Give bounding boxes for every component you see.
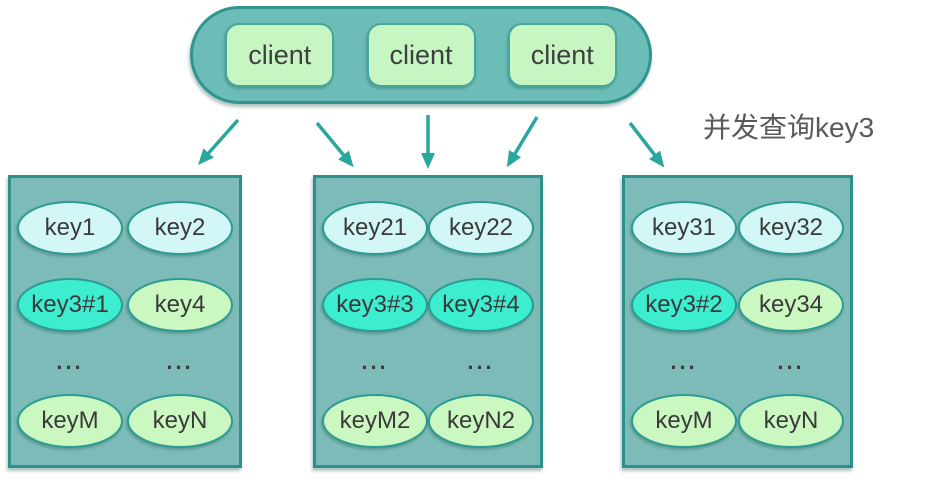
shard-box-2: key21 key22 key3#3 key3#4 ... ... keyM2 …	[313, 175, 543, 468]
ellipsis-dots: ...	[361, 349, 389, 374]
shard-box-3: key31 key32 key3#2 key34 ... ... keyM ke…	[622, 175, 853, 468]
key-ellipse-hot: key3#1	[17, 278, 123, 332]
client-node: client	[225, 23, 335, 87]
key-ellipse: key32	[738, 201, 844, 255]
key-ellipse-hot: key3#4	[428, 278, 534, 332]
key-ellipse: key31	[631, 201, 737, 255]
arrow-client-to-shard-2-left	[315, 121, 354, 168]
ellipsis-row: ... ...	[322, 350, 534, 374]
key-row: key1 key2	[17, 201, 233, 255]
shard-box-1: key1 key2 key3#1 key4 ... ... keyM keyN	[8, 175, 242, 468]
ellipsis-dots: ...	[777, 349, 805, 374]
key-row: key31 key32	[631, 201, 844, 255]
ellipsis-row: ... ...	[17, 350, 233, 374]
key-ellipse: keyN2	[428, 394, 534, 448]
key-ellipse: key21	[322, 201, 428, 255]
concurrent-query-annotation: 并发查询key3	[703, 112, 875, 143]
key-row: keyM keyN	[631, 394, 844, 448]
key-row: keyM keyN	[17, 394, 233, 448]
key-ellipse-hot: key3#3	[322, 278, 428, 332]
ellipsis-row: ... ...	[631, 350, 844, 374]
key-ellipse: keyM2	[322, 394, 428, 448]
key-row: keyM2 keyN2	[322, 394, 534, 448]
key-row: key3#1 key4	[17, 278, 233, 332]
client-cluster-pill: client client client	[190, 6, 652, 104]
client-node: client	[507, 23, 617, 87]
key-row: key21 key22	[322, 201, 534, 255]
key-ellipse: key1	[17, 201, 123, 255]
key-ellipse-hot: key3#2	[631, 278, 737, 332]
key-ellipse: key4	[127, 278, 233, 332]
key-ellipse: key2	[127, 201, 233, 255]
ellipsis-dots: ...	[670, 349, 698, 374]
client-node: client	[366, 23, 476, 87]
key-ellipse: keyN	[127, 394, 233, 448]
arrow-client-to-shard-3	[628, 121, 665, 168]
key-row: key3#2 key34	[631, 278, 844, 332]
ellipsis-dots: ...	[56, 349, 84, 374]
key-ellipse: keyM	[631, 394, 737, 448]
key-ellipse: keyN	[738, 394, 844, 448]
key-ellipse: keyM	[17, 394, 123, 448]
ellipsis-dots: ...	[166, 349, 194, 374]
key-row: key3#3 key3#4	[322, 278, 534, 332]
key-ellipse: key22	[428, 201, 534, 255]
ellipsis-dots: ...	[467, 349, 495, 374]
key-ellipse: key34	[738, 278, 844, 332]
arrow-client-to-shard-1	[198, 118, 240, 165]
arrow-client-to-shard-2-right	[506, 116, 539, 168]
